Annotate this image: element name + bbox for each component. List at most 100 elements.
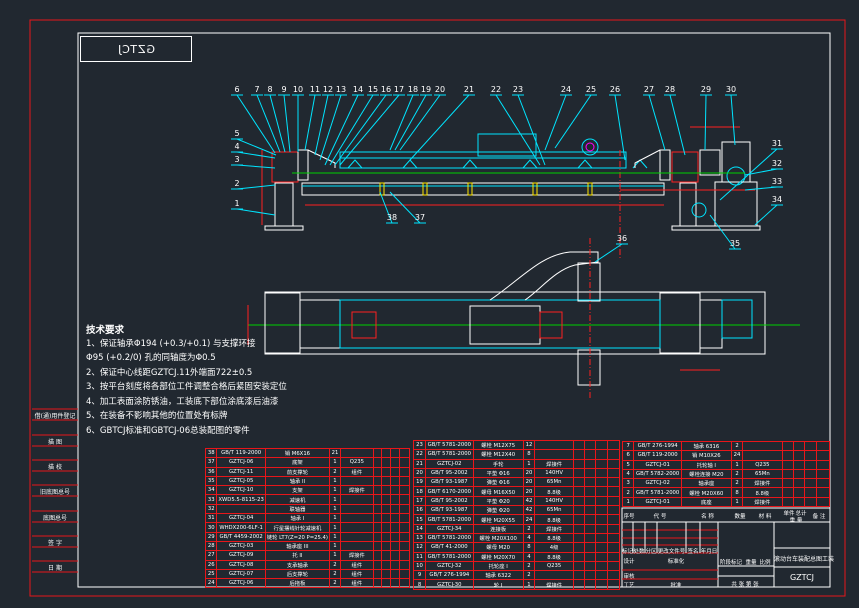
table-cell bbox=[390, 466, 401, 477]
table-cell: 8 bbox=[522, 542, 536, 553]
table-cell: 8 bbox=[522, 449, 536, 460]
balloon-leader bbox=[324, 94, 359, 166]
balloon-leader bbox=[669, 94, 686, 156]
table-cell bbox=[606, 514, 621, 525]
table-cell bbox=[584, 467, 596, 479]
table-cell: 螺栓连接 M20 bbox=[680, 468, 732, 480]
balloon-leader bbox=[409, 94, 470, 161]
balloon-leader bbox=[256, 94, 281, 153]
table-cell: 焊接件 bbox=[339, 550, 374, 561]
balloon-6: 6 bbox=[234, 85, 240, 94]
top-gearbox bbox=[721, 299, 753, 339]
table-cell bbox=[606, 505, 621, 516]
balloon-16: 16 bbox=[380, 85, 392, 94]
balloon-27: 27 bbox=[643, 85, 655, 94]
table-cell: 组件 bbox=[339, 568, 374, 580]
tech-item: 6、GBTCJ标准和GBTCJ-06总装配图的零件 bbox=[86, 425, 250, 436]
balloon-11: 11 bbox=[309, 85, 321, 94]
table-cell: 31 bbox=[204, 513, 218, 524]
table-cell: GZTCJ-04 bbox=[216, 513, 266, 524]
right-base bbox=[671, 225, 761, 231]
table-cell: 140HV bbox=[534, 495, 575, 507]
table-cell bbox=[594, 505, 608, 516]
table-cell: 2 bbox=[522, 523, 536, 534]
table-cell: 组件 bbox=[339, 578, 374, 589]
table-cell: 螺栓 M12X40 bbox=[472, 449, 524, 460]
table-cell bbox=[594, 523, 608, 534]
table-cell bbox=[381, 466, 392, 477]
table-cell: GB/T 6170-2000 bbox=[425, 486, 474, 497]
table-cell: 8.8级 bbox=[534, 551, 575, 562]
table-cell bbox=[399, 466, 410, 477]
left-bearing-block bbox=[271, 151, 299, 183]
table-cell: GZTCJ-09 bbox=[216, 550, 266, 561]
table-cell: 1 bbox=[329, 503, 341, 515]
table-cell bbox=[573, 551, 585, 562]
tb-count: 处数 bbox=[633, 549, 645, 555]
front-view bbox=[261, 126, 761, 260]
table-cell: 22 bbox=[412, 449, 427, 460]
tech-item: 5、在装备不影响其他的位置处有标牌 bbox=[86, 411, 228, 421]
balloon-29: 29 bbox=[700, 85, 712, 94]
balloon-leader bbox=[648, 94, 666, 151]
table-cell: 16 bbox=[412, 505, 427, 516]
table-cell: 螺栓 M20X100 bbox=[472, 532, 524, 544]
table-cell: 1 bbox=[522, 579, 536, 590]
table-cell: 33 bbox=[204, 494, 218, 505]
header-remark: 备 注 bbox=[812, 514, 826, 520]
table-cell bbox=[606, 579, 621, 590]
table-cell: 2 bbox=[329, 578, 341, 589]
table-cell bbox=[606, 439, 621, 451]
table-cell bbox=[372, 503, 383, 515]
cylinder bbox=[477, 133, 537, 157]
table-cell bbox=[339, 475, 374, 487]
table-cell: 螺母 M20 bbox=[472, 542, 524, 553]
balloon-34: 34 bbox=[771, 195, 783, 204]
table-cell bbox=[399, 540, 410, 552]
table-cell: 8 bbox=[730, 487, 744, 498]
table-cell: 2 bbox=[730, 468, 744, 480]
tech-title: 技术要求 bbox=[86, 325, 125, 336]
table-cell bbox=[816, 450, 830, 461]
table-cell bbox=[372, 447, 383, 459]
table-cell: 20 bbox=[522, 467, 536, 479]
table-cell bbox=[339, 513, 374, 524]
table-cell: 轴承 6322 bbox=[472, 570, 524, 581]
left-brace bbox=[307, 149, 336, 168]
table-cell: 支承轴承 bbox=[264, 559, 331, 570]
balloon-leader bbox=[517, 94, 546, 166]
table-cell bbox=[792, 468, 806, 480]
table-cell: 18 bbox=[412, 486, 427, 497]
table-cell: 2 bbox=[621, 487, 635, 498]
table-cell bbox=[390, 494, 401, 505]
drawing-code: GZTCJ bbox=[789, 573, 815, 582]
table-cell bbox=[606, 523, 621, 534]
table-cell bbox=[584, 449, 596, 460]
table-cell bbox=[339, 540, 374, 552]
table-cell: Q235 bbox=[742, 459, 783, 470]
table-cell: 36 bbox=[204, 466, 218, 477]
table-cell: GB/T 95-2002 bbox=[425, 467, 474, 479]
table-cell bbox=[816, 459, 830, 470]
table-cell: GB/T 5781-2000 bbox=[425, 439, 474, 451]
table-cell bbox=[573, 458, 585, 469]
table-cell bbox=[792, 450, 806, 461]
drawing-name: 滚动台车装配总图工装 bbox=[774, 556, 835, 563]
tb-scale: 比例 bbox=[759, 560, 771, 566]
table-cell bbox=[594, 439, 608, 451]
balloon-leader bbox=[554, 94, 592, 149]
balloon-36: 36 bbox=[616, 234, 628, 243]
table-cell bbox=[372, 540, 383, 552]
margin-label: 日 期 bbox=[48, 565, 62, 572]
table-cell bbox=[381, 540, 392, 552]
